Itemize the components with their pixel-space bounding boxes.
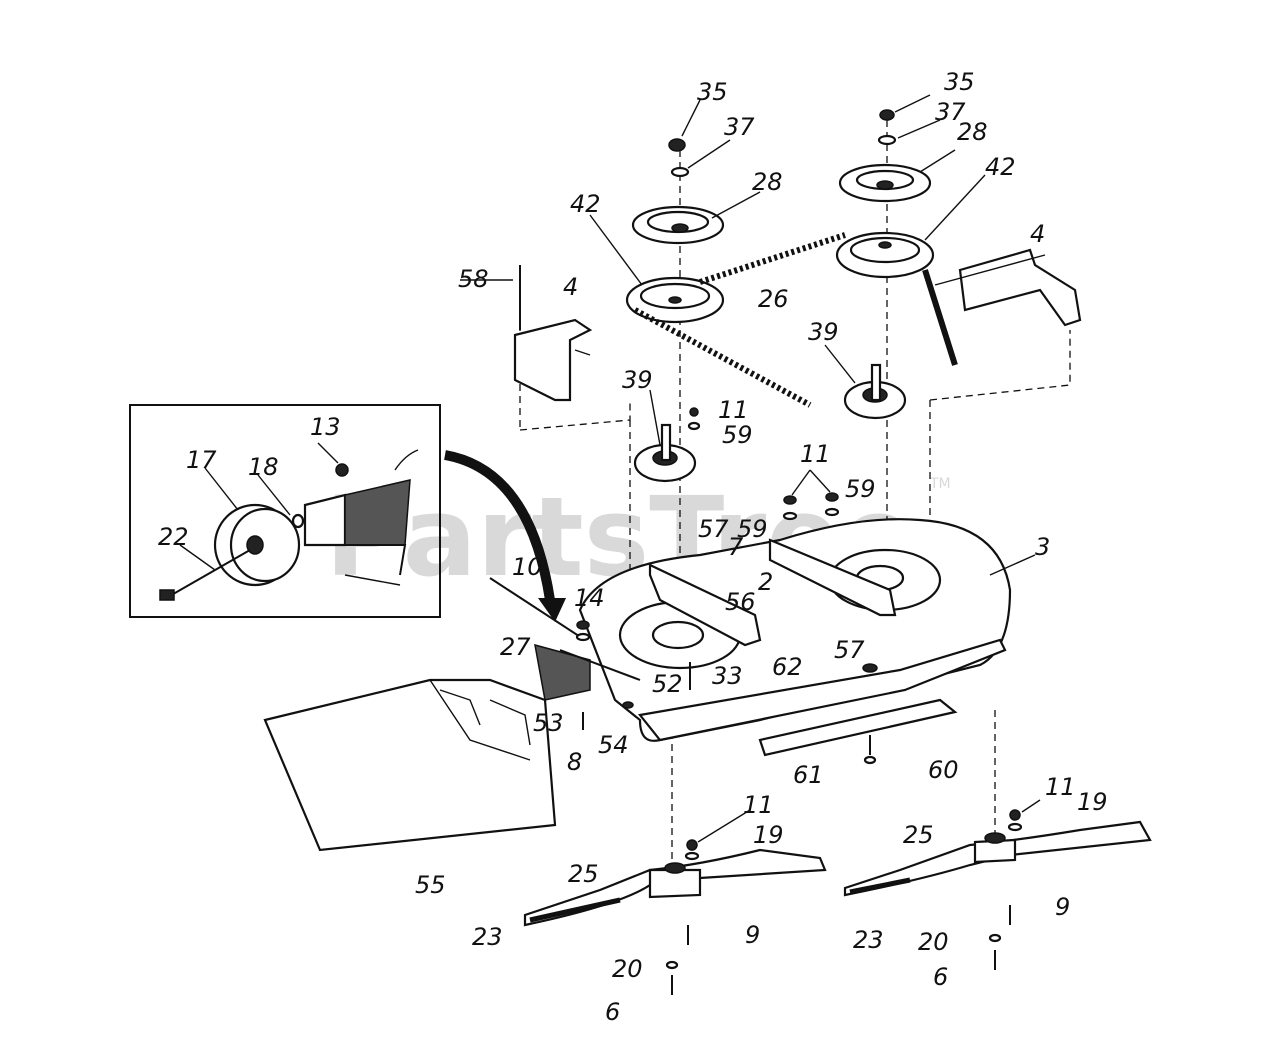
label-54: 54: [598, 731, 629, 759]
label-59: 59: [737, 515, 768, 543]
discharge-chute: [263, 577, 641, 852]
label-3: 3: [1035, 533, 1050, 561]
label-11: 11: [1045, 773, 1076, 801]
label-57: 57: [834, 636, 865, 664]
watermark-tm: TM: [929, 476, 951, 492]
label-6: 6: [605, 998, 620, 1026]
label-25: 25: [903, 821, 934, 849]
label-39: 39: [622, 366, 653, 394]
label-42: 42: [985, 153, 1016, 181]
label-2: 2: [758, 568, 773, 596]
label-19: 19: [753, 821, 784, 849]
label-18: 18: [248, 453, 279, 481]
label-22: 22: [158, 523, 189, 551]
label-25: 25: [568, 860, 599, 888]
label-4: 4: [1030, 220, 1045, 248]
label-57: 57: [698, 515, 729, 543]
blade-left: [523, 848, 827, 927]
hardware: [575, 492, 1023, 995]
curved-arrow-icon: [444, 450, 566, 622]
label-23: 23: [853, 926, 884, 954]
label-7: 7: [728, 533, 744, 561]
label-10: 10: [512, 553, 543, 581]
label-27: 27: [500, 633, 531, 661]
label-62: 62: [772, 653, 803, 681]
label-4: 4: [563, 273, 578, 301]
belt-guard-right: [958, 248, 1082, 327]
label-61: 61: [793, 761, 824, 789]
blade-right: [843, 820, 1152, 897]
label-56: 56: [725, 588, 756, 616]
label-9: 9: [745, 921, 760, 949]
label-20: 20: [918, 928, 949, 956]
label-60: 60: [928, 756, 959, 784]
label-35: 35: [944, 68, 975, 96]
label-23: 23: [472, 923, 503, 951]
label-39: 39: [808, 318, 839, 346]
label-58: 58: [458, 265, 489, 293]
label-19: 19: [1077, 788, 1108, 816]
label-37: 37: [935, 98, 966, 126]
leader-lines: [179, 94, 1046, 843]
label-11: 11: [800, 440, 831, 468]
label-9: 9: [1055, 893, 1070, 921]
label-28: 28: [957, 118, 988, 146]
drive-belt: [633, 232, 958, 408]
left-spindle-stack: [625, 138, 725, 483]
mower-deck-housing: [578, 518, 1012, 757]
label-6: 6: [933, 963, 948, 991]
label-14: 14: [574, 584, 605, 612]
label-17: 17: [186, 446, 217, 474]
inset-idler-pulley: [129, 404, 441, 618]
label-20: 20: [612, 955, 643, 983]
label-28: 28: [752, 168, 783, 196]
part-labels: 35 37 28 42 35 37 28 42 4 4 58 26 39 39 …: [158, 68, 1108, 1026]
label-8: 8: [567, 748, 582, 776]
label-33: 33: [712, 662, 743, 690]
belt-guard-left: [513, 318, 593, 402]
label-13: 13: [310, 413, 341, 441]
label-42: 42: [570, 190, 601, 218]
label-59: 59: [845, 475, 876, 503]
label-59: 59: [722, 421, 753, 449]
label-26: 26: [758, 285, 789, 313]
right-spindle-stack: [835, 109, 935, 420]
label-37: 37: [724, 113, 755, 141]
label-52: 52: [652, 670, 683, 698]
label-53: 53: [533, 709, 564, 737]
label-55: 55: [415, 871, 446, 899]
label-11: 11: [718, 396, 749, 424]
label-35: 35: [697, 78, 728, 106]
label-11: 11: [743, 791, 774, 819]
